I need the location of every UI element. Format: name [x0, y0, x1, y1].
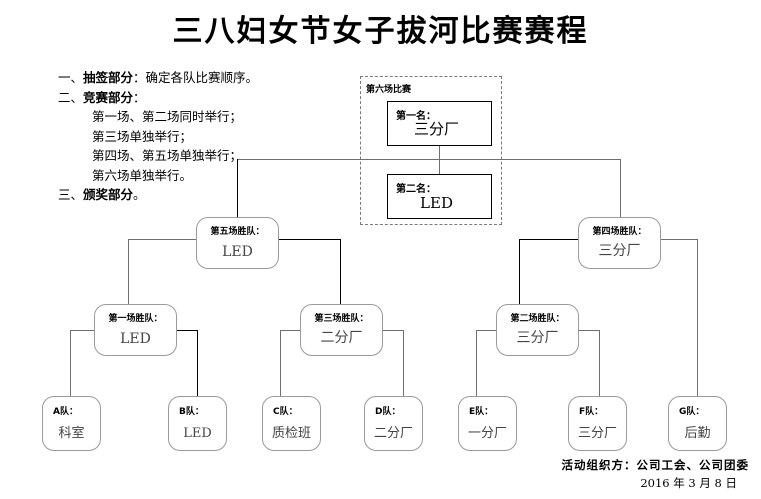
quarterfinal-box-match3: 第三场胜队： 二分厂 — [300, 304, 383, 356]
connector-sf4-right-arm — [661, 239, 697, 240]
team-box-a: A队： 科室 — [42, 396, 101, 451]
first-place-label: 第一名： — [396, 111, 436, 122]
quarterfinal-match3-label: 第三场胜队： — [314, 314, 369, 324]
team-box-g: G队： 后勤 — [668, 396, 727, 451]
semifinal-match5-value: LED — [222, 244, 253, 260]
quarterfinal-box-match1: 第一场胜队： LED — [94, 304, 177, 356]
team-g-value: 后勤 — [684, 426, 711, 441]
note-line-1: 一、抽签部分：确定各队比赛顺序。 — [58, 68, 358, 88]
connector-spine-left-drop — [237, 159, 238, 217]
page-title: 三八妇女节女子拔河比赛赛程 — [172, 14, 589, 49]
note-line-5: 第四场、第五场单独举行； — [92, 148, 243, 163]
connector-qf2-left-arm — [476, 330, 496, 331]
connector-qf1-left-drop — [70, 330, 71, 396]
footer-date: 2016 年 3 月 8 日 — [640, 476, 737, 490]
second-place-box: 第二名： LED — [387, 174, 492, 219]
semifinal-match4-label: 第四场胜队： — [592, 227, 647, 237]
connector-spine-horizontal — [237, 159, 621, 160]
semifinal-match5-label: 第五场胜队： — [210, 227, 265, 237]
connector-qf3-right-drop — [403, 330, 404, 396]
semifinal-match4-value: 三分厂 — [598, 243, 641, 259]
team-f-value: 三分厂 — [577, 426, 617, 441]
connector-qf2-right-arm — [579, 330, 599, 331]
connector-qf1-left-arm — [70, 330, 94, 331]
final-match-group — [360, 76, 502, 225]
connector-qf2-left-drop — [476, 330, 477, 396]
quarterfinal-match3-value: 二分厂 — [320, 330, 363, 346]
note-text: ： — [133, 89, 146, 105]
connector-sf4-right-drop — [697, 239, 698, 396]
team-e-label: E队： — [469, 407, 494, 417]
team-g-label: G队： — [679, 407, 705, 417]
connector-qf3-right-arm — [383, 330, 403, 331]
second-place-value: LED — [420, 194, 453, 212]
instructions-block: 一、抽签部分：确定各队比赛顺序。 二、竞赛部分： 第一场、第二场同时举行； 第三… — [58, 68, 358, 205]
team-b-label: B队： — [179, 407, 204, 417]
connector-sf4-left-arm — [519, 239, 578, 240]
quarterfinal-match1-value: LED — [120, 331, 151, 347]
team-box-c: C队： 质检班 — [262, 396, 321, 451]
connector-qf3-left-arm — [280, 330, 300, 331]
connector-spine-right-drop — [620, 159, 621, 217]
team-box-f: F队： 三分厂 — [568, 396, 627, 451]
note-line-7: 三、颁奖部分。 — [58, 185, 358, 205]
connector-sf5-right-arm — [279, 239, 340, 240]
note-number: 一、 — [58, 70, 84, 85]
team-a-value: 科室 — [58, 426, 85, 441]
team-box-e: E队： 一分厂 — [458, 396, 517, 451]
note-heading: 颁奖部分 — [83, 187, 134, 202]
note-heading: 竞赛部分 — [83, 89, 134, 105]
footer-organizer: 活动组织方：公司工会、公司团委 — [561, 458, 749, 472]
note-number: 二、 — [58, 89, 84, 105]
note-line-4: 第三场单独举行； — [92, 128, 193, 144]
note-line-6: 第六场单独举行。 — [92, 167, 193, 183]
team-box-d: D队： 二分厂 — [364, 396, 423, 451]
connector-sf5-right-drop — [340, 239, 341, 304]
note-text: 。 — [133, 187, 146, 202]
note-line-3: 第一场、第二场同时举行； — [92, 109, 243, 124]
team-d-value: 二分厂 — [373, 426, 413, 441]
team-a-label: A队： — [53, 407, 78, 417]
team-e-value: 一分厂 — [467, 426, 507, 441]
connector-qf1-right-drop — [197, 330, 198, 396]
second-place-label: 第二名： — [396, 184, 436, 195]
note-number: 三、 — [58, 187, 84, 202]
team-d-label: D队： — [375, 407, 401, 417]
quarterfinal-box-match2: 第二场胜队： 三分厂 — [496, 304, 579, 356]
team-f-label: F队： — [579, 407, 604, 417]
semifinal-box-match5: 第五场胜队： LED — [196, 217, 279, 269]
quarterfinal-match2-value: 三分厂 — [516, 330, 559, 346]
connector-final-vertical — [439, 146, 440, 174]
connector-sf4-left-drop — [519, 239, 520, 304]
note-text: ：确定各队比赛顺序。 — [133, 70, 259, 85]
team-c-value: 质检班 — [271, 426, 311, 441]
semifinal-box-match4: 第四场胜队： 三分厂 — [578, 217, 661, 269]
connector-sf5-left-drop — [128, 239, 129, 304]
connector-qf3-left-drop — [280, 330, 281, 396]
quarterfinal-match1-label: 第一场胜队： — [108, 314, 163, 324]
connector-qf1-right-arm — [177, 330, 197, 331]
note-line-2: 二、竞赛部分： — [58, 88, 358, 108]
team-b-value: LED — [183, 426, 212, 441]
quarterfinal-match2-label: 第二场胜队： — [510, 314, 565, 324]
team-c-label: C队： — [273, 407, 298, 417]
note-heading: 抽签部分 — [83, 70, 134, 85]
connector-sf5-left-arm — [128, 239, 196, 240]
first-place-value: 三分厂 — [413, 120, 459, 138]
final-match-group-label: 第六场比赛 — [366, 85, 412, 95]
first-place-box: 第一名： 三分厂 — [387, 101, 492, 146]
team-box-b: B队： LED — [168, 396, 227, 451]
connector-qf2-right-drop — [599, 330, 600, 396]
